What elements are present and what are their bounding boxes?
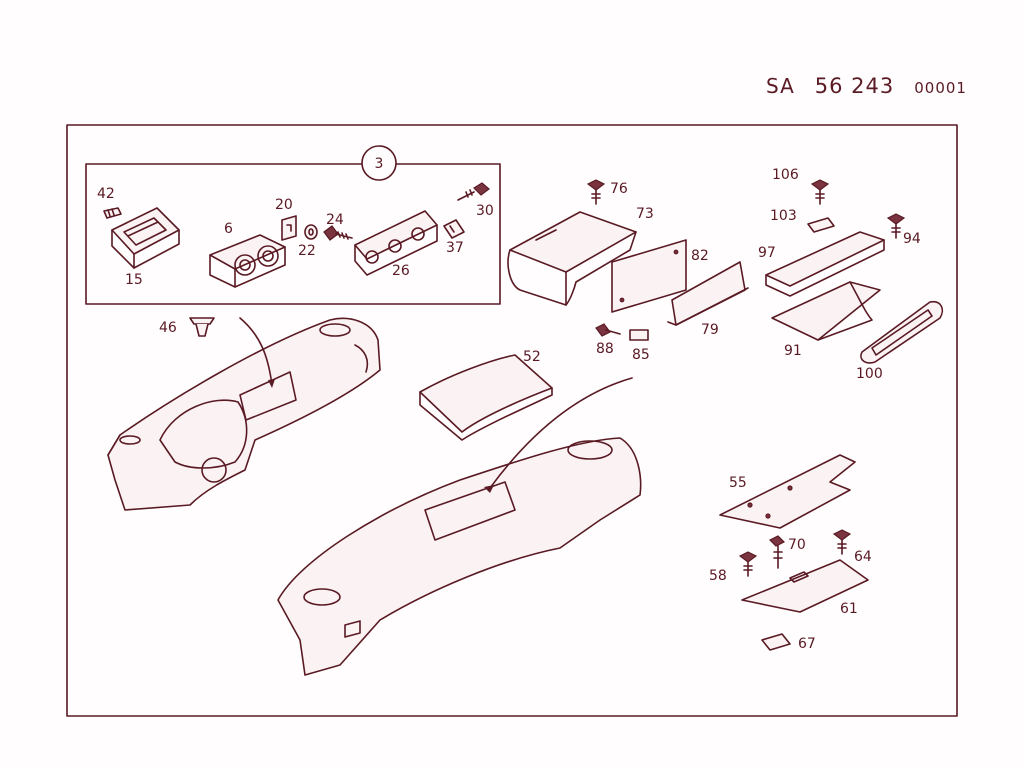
group-badge-label: 3 <box>375 156 384 172</box>
callout-97: 97 <box>758 245 776 261</box>
callout-6: 6 <box>224 221 233 237</box>
part-cover-73 <box>507 211 637 306</box>
callout-82: 82 <box>691 248 709 264</box>
callout-100: 100 <box>856 366 883 382</box>
callout-103: 103 <box>770 208 797 224</box>
callout-67: 67 <box>798 636 816 652</box>
callout-20: 20 <box>275 197 293 213</box>
callout-24: 24 <box>326 212 344 228</box>
callout-42: 42 <box>97 186 115 202</box>
callout-26: 26 <box>392 263 410 279</box>
callout-64: 64 <box>854 549 872 565</box>
callout-22: 22 <box>298 243 316 259</box>
part-frame-100 <box>860 300 944 364</box>
drawing-prefix: SA <box>766 74 795 98</box>
part-bolt-58 <box>738 551 758 577</box>
part-screw-70 <box>768 535 786 569</box>
callout-76: 76 <box>610 181 628 197</box>
drawing-sheet: 00001 <box>914 79 967 97</box>
part-washer-22 <box>304 224 318 240</box>
part-tray-91 <box>771 281 881 341</box>
part-spacer-85 <box>629 329 649 341</box>
callout-91: 91 <box>784 343 802 359</box>
callout-30: 30 <box>476 203 494 219</box>
callout-94: 94 <box>903 231 921 247</box>
part-plate-61 <box>741 559 869 613</box>
dashboard-right <box>277 377 642 676</box>
callout-37: 37 <box>446 240 464 256</box>
callout-15: 15 <box>125 272 143 288</box>
callout-61: 61 <box>840 601 858 617</box>
callout-88: 88 <box>596 341 614 357</box>
diagram-frame <box>66 124 958 717</box>
callout-55: 55 <box>729 475 747 491</box>
callout-85: 85 <box>632 347 650 363</box>
part-nut-67 <box>761 633 791 651</box>
part-housing-6 <box>209 234 286 288</box>
part-screw-24 <box>323 225 353 241</box>
part-plug-42 <box>103 207 122 219</box>
dashboard-left <box>107 317 381 511</box>
callout-70: 70 <box>788 537 806 553</box>
part-bolt-64 <box>832 529 852 555</box>
drawing-id: 56 243 <box>814 74 895 98</box>
part-bracket-20 <box>281 215 297 241</box>
group-box <box>85 163 501 305</box>
callout-58: 58 <box>709 568 727 584</box>
part-plate-82 <box>611 239 687 313</box>
part-cover-97 <box>765 231 885 297</box>
part-vent-15 <box>111 207 180 269</box>
part-nut-103 <box>807 217 835 233</box>
part-bolt-106 <box>810 179 830 205</box>
part-bolt-88 <box>595 323 621 337</box>
callout-106: 106 <box>772 167 799 183</box>
part-bracket-79 <box>667 261 749 326</box>
part-bolt-76 <box>586 179 606 205</box>
part-bolt-94 <box>886 213 906 239</box>
part-lid-52 <box>419 354 553 441</box>
part-plate-55 <box>719 454 856 529</box>
group-badge-circle <box>361 145 397 181</box>
part-clip-37 <box>443 219 465 239</box>
part-screw-30 <box>457 182 490 201</box>
part-panel-26 <box>354 210 438 276</box>
part-clip-46 <box>189 317 215 337</box>
callout-46: 46 <box>159 320 177 336</box>
callout-79: 79 <box>701 322 719 338</box>
callout-52: 52 <box>523 349 541 365</box>
drawing-number: SA 56 243 00001 <box>766 74 967 104</box>
callout-73: 73 <box>636 206 654 222</box>
